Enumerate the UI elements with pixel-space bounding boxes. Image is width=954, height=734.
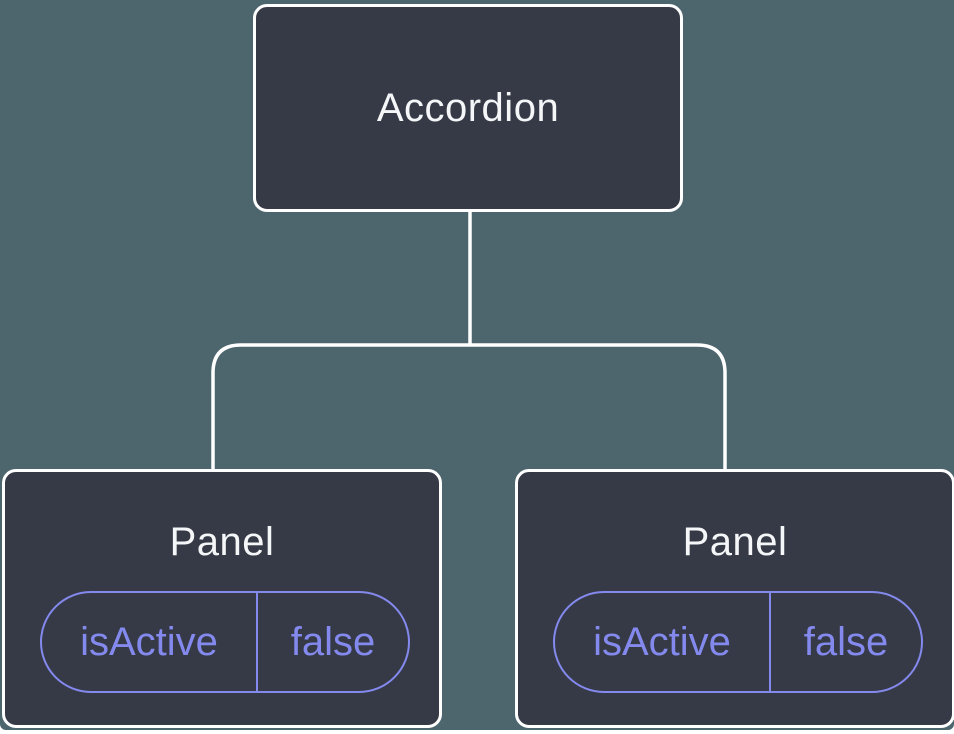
state-key-label: isActive	[42, 593, 258, 691]
state-pill: isActive false	[40, 591, 410, 693]
accordion-node: Accordion	[253, 4, 683, 212]
panel-node-left: Panel isActive false	[2, 469, 442, 728]
panel-node-label: Panel	[169, 520, 275, 564]
accordion-node-label: Accordion	[376, 85, 560, 130]
panel-node-right: Panel isActive false	[515, 469, 954, 728]
state-value-label: false	[803, 619, 889, 664]
state-key-label: isActive	[555, 593, 771, 691]
panel-node-label: Panel	[682, 520, 788, 564]
state-pill: isActive false	[553, 591, 923, 693]
state-value-label: false	[290, 619, 376, 664]
